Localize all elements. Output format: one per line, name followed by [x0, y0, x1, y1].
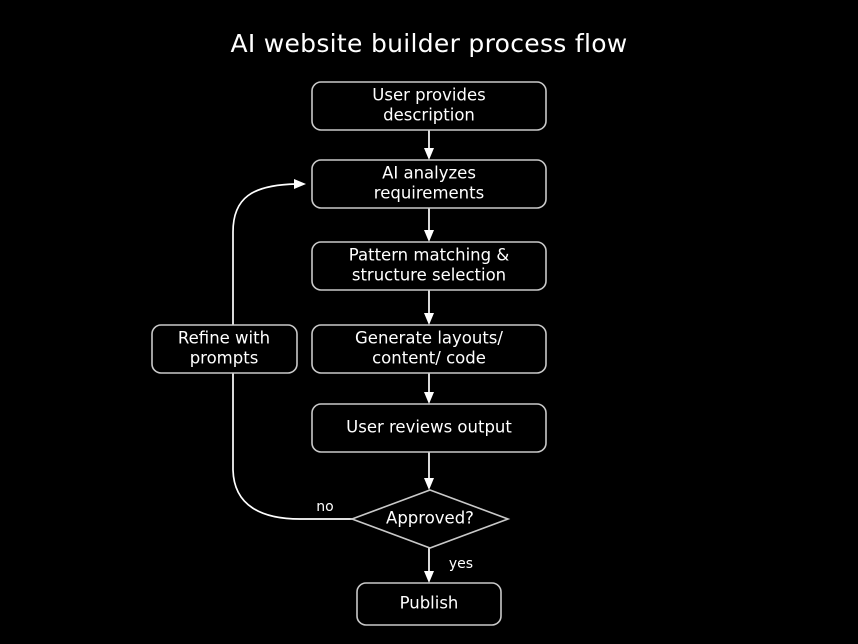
- node-label-line1: AI analyzes: [382, 164, 476, 183]
- node-label-line1: Pattern matching &: [349, 246, 510, 265]
- arrow-head-icon: [424, 148, 434, 160]
- node-label-line1: Publish: [400, 594, 459, 613]
- edge-label-no: no: [316, 499, 333, 515]
- arrow-head-icon: [424, 571, 434, 583]
- node-label-line2: requirements: [374, 184, 484, 203]
- node-label-line1: User provides: [372, 86, 485, 105]
- node-pattern-matching-structure-selection[interactable]: Pattern matching & structure selection: [311, 241, 547, 291]
- node-user-reviews-output[interactable]: User reviews output: [311, 403, 547, 453]
- edge-pattern-matching-to-generate-layouts: [424, 289, 434, 325]
- node-shape-rounded-rect[interactable]: [311, 241, 547, 291]
- node-shape-rounded-rect[interactable]: [311, 81, 547, 131]
- node-label-line2: structure selection: [352, 266, 506, 285]
- node-label-line1: Approved?: [386, 509, 474, 528]
- node-label-line1: Refine with: [178, 329, 270, 348]
- edge-ai-analyzes-to-pattern-matching: [424, 207, 434, 242]
- node-label-line1: Generate layouts/: [355, 329, 503, 348]
- page-title: AI website builder process flow: [230, 29, 627, 58]
- edge-generate-layouts-to-user-reviews: [424, 372, 434, 404]
- node-generate-layouts-content-code[interactable]: Generate layouts/ content/ code: [311, 324, 547, 374]
- node-shape-rounded-rect[interactable]: [151, 324, 298, 374]
- edge-user-provides-to-ai-analyzes: [424, 129, 434, 160]
- edge-label-yes: yes: [449, 556, 473, 572]
- node-shape-rounded-rect[interactable]: [356, 582, 502, 626]
- node-label-line2: content/ code: [372, 349, 486, 368]
- node-label-line2: description: [383, 106, 475, 125]
- edge-approved-yes-to-publish: yes: [424, 547, 473, 583]
- arrow-head-icon: [294, 179, 306, 189]
- node-publish[interactable]: Publish: [356, 582, 502, 626]
- node-refine-with-prompts[interactable]: Refine with prompts: [151, 324, 298, 374]
- arrow-head-icon: [424, 313, 434, 325]
- node-approved-decision[interactable]: Approved?: [349, 489, 511, 549]
- node-shape-diamond[interactable]: [349, 489, 511, 549]
- node-shape-rounded-rect[interactable]: [311, 403, 547, 453]
- arrow-head-icon: [424, 478, 434, 490]
- node-shape-rounded-rect[interactable]: [311, 159, 547, 209]
- edge-line: [232, 183, 353, 520]
- node-ai-analyzes-requirements[interactable]: AI analyzes requirements: [311, 159, 547, 209]
- edge-approved-no-feedback-loop: no: [232, 179, 353, 520]
- edge-user-reviews-to-approved: [424, 451, 434, 490]
- node-label-line2: prompts: [190, 349, 259, 368]
- node-shape-rounded-rect[interactable]: [311, 324, 547, 374]
- node-user-provides-description[interactable]: User provides description: [311, 81, 547, 131]
- node-label-line1: User reviews output: [346, 418, 512, 437]
- arrow-head-icon: [424, 230, 434, 242]
- arrow-head-icon: [424, 392, 434, 404]
